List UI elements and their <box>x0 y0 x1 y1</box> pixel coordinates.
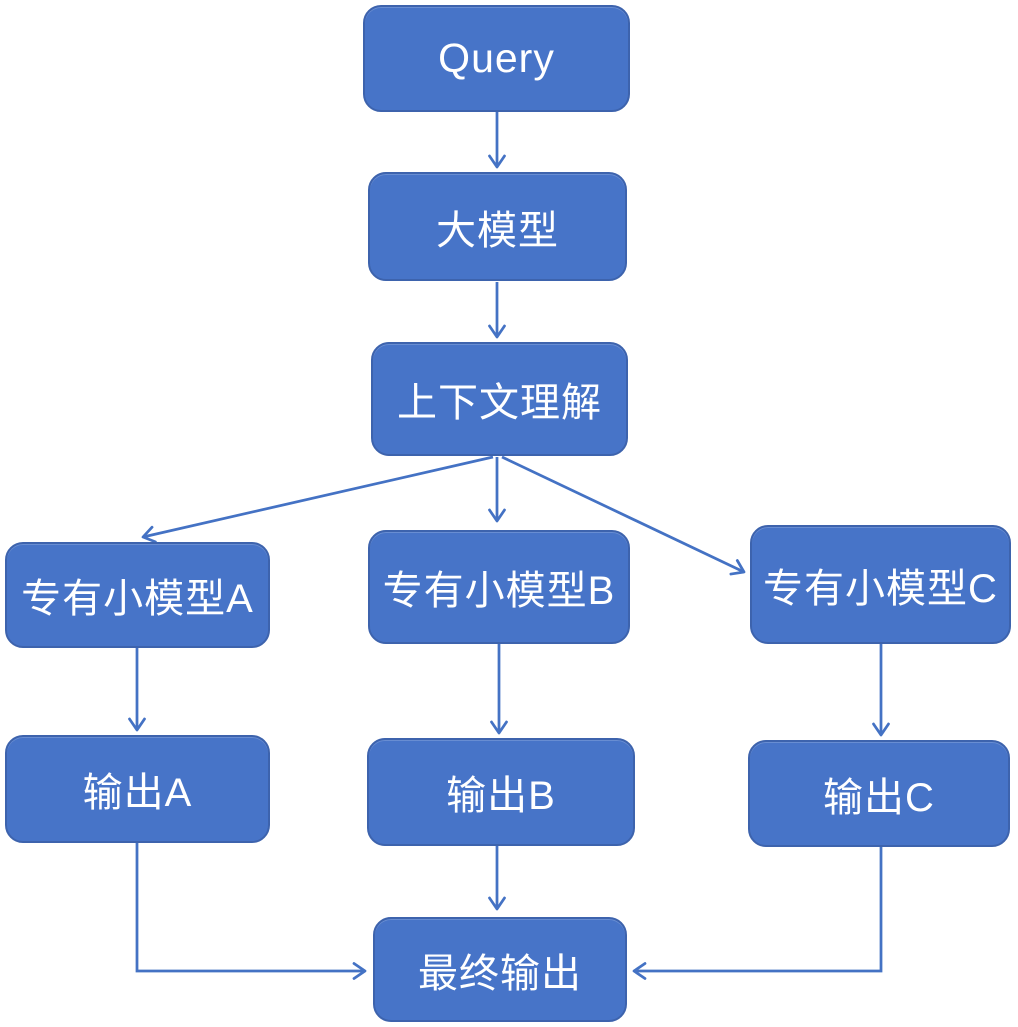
node-large-model-label: 大模型 <box>436 208 559 253</box>
node-query: Query <box>363 5 630 112</box>
node-output-c: 输出C <box>748 740 1010 847</box>
node-context-understanding: 上下文理解 <box>371 342 628 456</box>
edge-context-to-model-a <box>141 455 494 544</box>
node-large-model: 大模型 <box>368 172 627 281</box>
edge-output-c-to-final-output <box>632 847 883 980</box>
node-output-b: 输出B <box>367 738 635 846</box>
node-small-model-a-label: 专有小模型A <box>21 577 254 621</box>
node-output-a-label: 输出A <box>82 771 193 815</box>
node-output-b-label: 输出B <box>446 774 556 818</box>
node-final-output-label: 最终输出 <box>418 951 582 996</box>
edge-output-a-to-final-output <box>135 843 367 980</box>
node-small-model-c: 专有小模型C <box>750 525 1011 644</box>
node-small-model-b-label: 专有小模型B <box>382 569 616 613</box>
node-context-understanding-label: 上下文理解 <box>397 381 602 425</box>
node-final-output: 最终输出 <box>373 917 627 1022</box>
node-small-model-a: 专有小模型A <box>5 542 270 648</box>
node-small-model-b: 专有小模型B <box>368 530 630 644</box>
node-query-label: Query <box>438 35 555 81</box>
node-small-model-c-label: 专有小模型C <box>763 566 998 611</box>
node-output-a: 输出A <box>5 735 270 843</box>
node-output-c-label: 输出C <box>823 775 935 820</box>
